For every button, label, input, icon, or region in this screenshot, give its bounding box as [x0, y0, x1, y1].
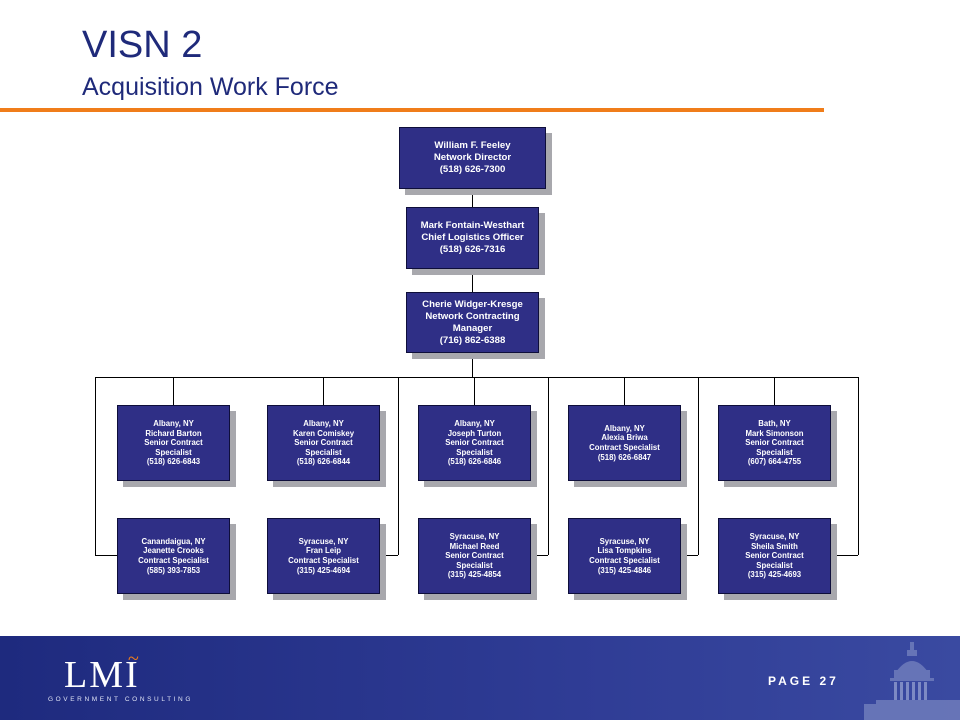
footer-bar: LMI ~ GOVERNMENT CONSULTING PAGE 27: [0, 636, 960, 720]
box-text-line: Joseph Turton: [447, 428, 502, 438]
box-text-line: Syracuse, NY: [298, 536, 349, 546]
box-text-line: Mark Simonson: [745, 428, 804, 438]
box-text-line: Michael Reed: [449, 541, 500, 551]
box-text-line: Mark Fontain-Westhart: [420, 220, 525, 231]
box-text-line: (518) 626-6843: [146, 457, 201, 467]
box-text-line: Specialist: [155, 447, 192, 457]
box-text-line: Syracuse, NY: [749, 532, 800, 542]
box-text-line: Senior Contract: [294, 438, 353, 448]
page-title: VISN 2: [82, 24, 203, 66]
logo-subtitle: GOVERNMENT CONSULTING: [48, 696, 194, 703]
box-text-line: (518) 626-6846: [447, 457, 502, 467]
box-text-line: Contract Specialist: [138, 556, 209, 565]
box-text-line: Manager: [452, 322, 493, 334]
box-text-line: Specialist: [756, 560, 793, 570]
box-text-line: Senior Contract: [745, 438, 804, 448]
box-text-line: Specialist: [305, 447, 342, 457]
logo-accent-icon: ~: [128, 648, 139, 670]
lmi-logo: LMI: [64, 654, 140, 696]
footer-gradient: [0, 636, 960, 720]
box-text-line: (315) 425-4693: [747, 570, 802, 580]
box-text-line: Syracuse, NY: [449, 532, 500, 542]
box-text-line: Network Contracting: [425, 310, 520, 322]
box-text-line: Sheila Smith: [751, 541, 798, 551]
connector-director-logistics: [472, 188, 473, 208]
connector-row1-2: [474, 377, 475, 405]
box-text-line: Fran Leip: [305, 546, 342, 556]
connector-side-vertical-4: [858, 377, 859, 555]
box-text-line: (315) 425-4694: [296, 565, 351, 575]
box-text-line: (315) 425-4854: [447, 570, 502, 580]
orange-divider: [0, 108, 824, 112]
box-text-line: Canandaigua, NY: [141, 536, 206, 546]
connector-row1-4: [774, 377, 775, 405]
box-text-line: Bath, NY: [758, 419, 791, 429]
box-text-line: (607) 664-4755: [747, 457, 802, 467]
page-subtitle: Acquisition Work Force: [82, 73, 339, 101]
connector-side-vertical-1: [398, 377, 399, 555]
box-text-line: Albany, NY: [454, 419, 495, 429]
box-text-line: Contract Specialist: [589, 556, 660, 565]
connector-side-vertical-2: [548, 377, 549, 555]
box-text-line: (518) 626-7300: [439, 164, 506, 175]
box-text-line: Contract Specialist: [288, 556, 359, 565]
box-text-line: Albany, NY: [303, 419, 344, 429]
box-text-line: Senior Contract: [745, 551, 804, 561]
box-text-line: Specialist: [456, 560, 493, 570]
horizontal-bus-line: [95, 377, 859, 378]
connector-row2-2: [531, 555, 548, 556]
box-text-line: Cherie Widger-Kresge: [422, 298, 523, 310]
box-text-line: William F. Feeley: [434, 140, 511, 151]
box-text-line: (518) 626-7316: [439, 244, 506, 255]
connector-manager-bus: [472, 352, 473, 378]
connector-row2-1: [381, 555, 398, 556]
box-text-line: Jeanette Crooks: [143, 546, 204, 556]
box-text-line: Chief Logistics Officer: [421, 232, 524, 243]
box-text-line: (585) 393-7853: [146, 565, 201, 575]
box-text-line: Specialist: [456, 447, 493, 457]
connector-row1-3: [624, 377, 625, 405]
connector-side-vertical-3: [698, 377, 699, 555]
box-text-line: Senior Contract: [445, 438, 504, 448]
box-text-line: Senior Contract: [445, 551, 504, 561]
box-text-line: Specialist: [756, 447, 793, 457]
box-text-line: Contract Specialist: [589, 443, 660, 452]
box-text-line: Albany, NY: [153, 419, 194, 429]
box-text-line: Richard Barton: [145, 428, 202, 438]
box-text-line: Alexia Briwa: [601, 433, 648, 443]
connector-row2-4: [831, 555, 858, 556]
box-text-line: Senior Contract: [144, 438, 203, 448]
box-text-line: Karen Comiskey: [292, 428, 355, 438]
box-text-line: Network Director: [433, 152, 512, 163]
box-text-line: (518) 626-6847: [597, 452, 652, 462]
connector-side-vertical-0: [95, 377, 96, 555]
connector-row2-0: [95, 555, 117, 556]
connector-row1-0: [173, 377, 174, 405]
box-text-line: Lisa Tompkins: [597, 546, 652, 556]
connector-row1-1: [323, 377, 324, 405]
connector-row2-3: [681, 555, 698, 556]
box-text-line: (716) 862-6388: [439, 334, 506, 346]
box-text-line: Syracuse, NY: [599, 536, 650, 546]
capitol-dome-icon: [864, 642, 960, 720]
connector-logistics-manager: [472, 268, 473, 292]
page-number: PAGE 27: [768, 674, 839, 688]
box-text-line: (315) 425-4846: [597, 565, 652, 575]
box-text-line: Albany, NY: [604, 423, 645, 433]
box-text-line: (518) 626-6844: [296, 457, 351, 467]
